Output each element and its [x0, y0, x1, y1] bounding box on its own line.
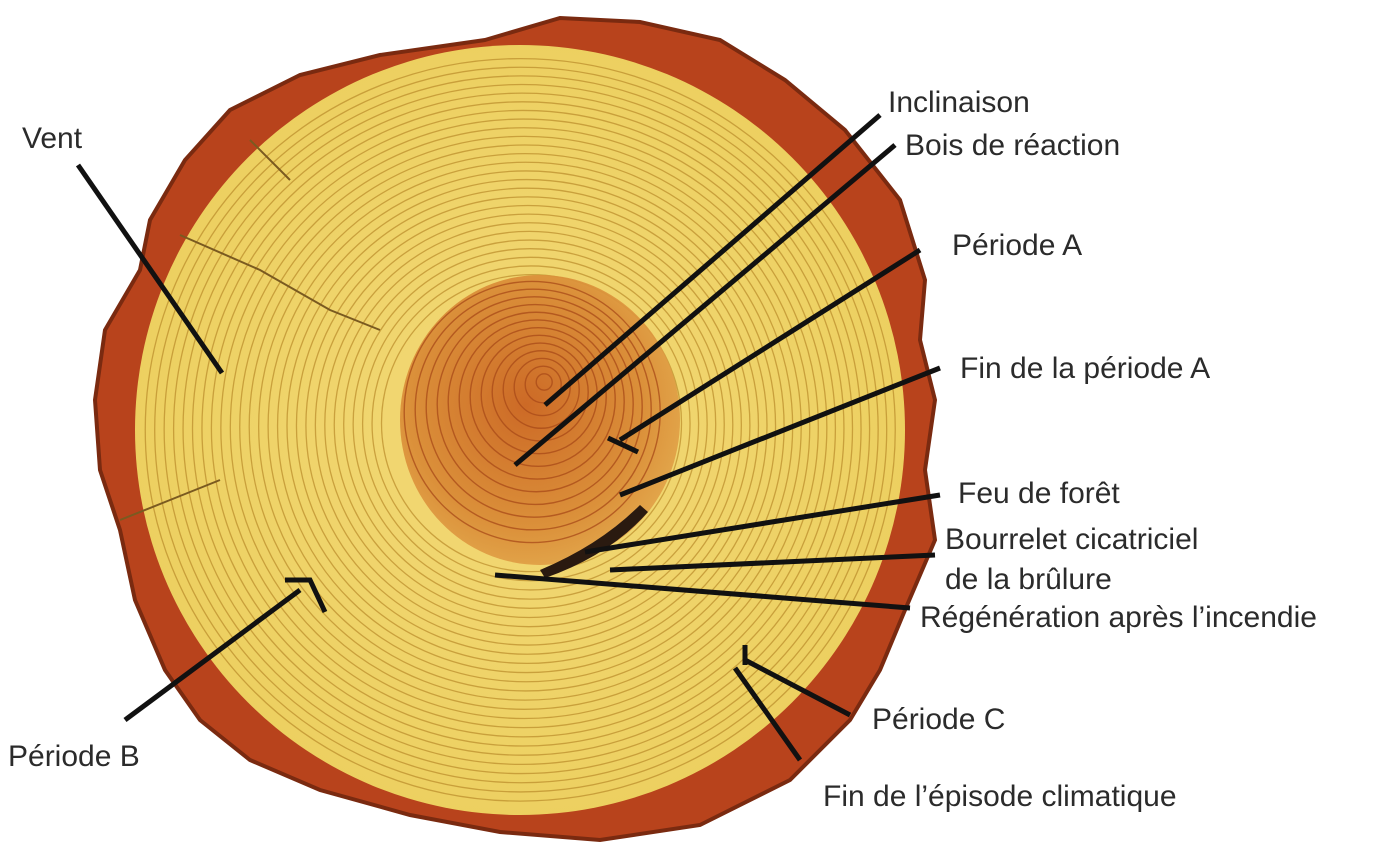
label-periode-c: Période C: [872, 703, 1005, 736]
label-bois-reaction: Bois de réaction: [905, 129, 1120, 162]
label-feu-foret: Feu de forêt: [958, 477, 1120, 510]
label-vent: Vent: [22, 122, 83, 155]
label-fin-episode: Fin de l’épisode climatique: [823, 780, 1177, 813]
label-fin-periode-a: Fin de la période A: [960, 352, 1210, 385]
label-regeneration: Régénération après l’incendie: [920, 601, 1317, 634]
label-periode-a: Période A: [952, 229, 1082, 262]
label-inclinaison: Inclinaison: [888, 86, 1030, 119]
label-bourrelet-line2: de la brûlure: [945, 563, 1112, 596]
label-periode-b: Période B: [8, 740, 140, 773]
label-bourrelet-line1: Bourrelet cicatriciel: [945, 523, 1198, 556]
